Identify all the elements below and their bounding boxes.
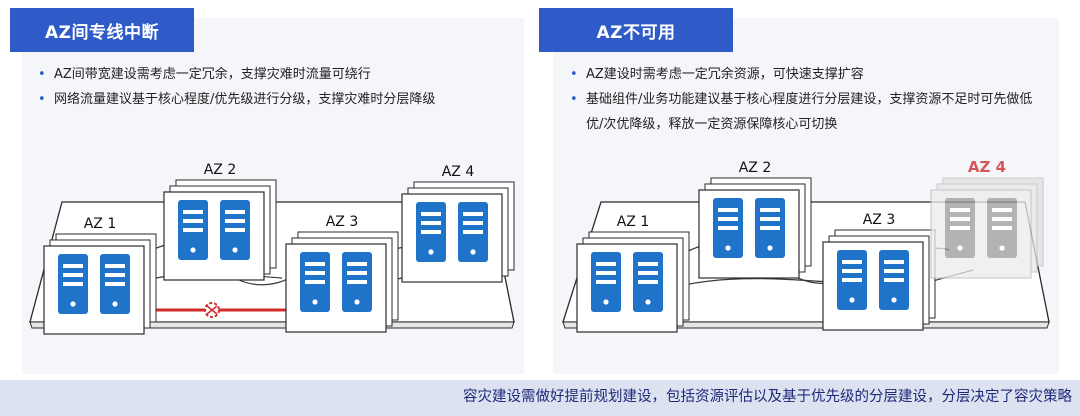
az-node-label: AZ 3 (863, 212, 896, 228)
footer-bar: 容灾建设需做好提前规划建设，包括资源评估以及基于优先级的分层建设，分层决定了容灾… (0, 380, 1080, 416)
az-node-label: AZ 2 (739, 160, 772, 176)
az-node-label: AZ 4 (968, 158, 1006, 176)
az-node: AZ 2 (163, 162, 277, 281)
az-node: AZ 3 (822, 212, 936, 331)
az-node: AZ 2 (698, 160, 812, 279)
az-node-label: AZ 2 (204, 162, 237, 178)
left-bullet-list: AZ间带宽建设需考虑一定冗余，支撑灾难时流量可绕行 网络流量建议基于核心程度/优… (36, 62, 516, 112)
az-node: AZ 1 (576, 214, 690, 333)
az-node: AZ 3 (285, 214, 399, 333)
right-bullet-2: 基础组件/业务功能建议基于核心程度进行分层建设，支撑资源不足时可先做低优/次优降… (568, 87, 1048, 137)
az-node-label: AZ 1 (617, 214, 650, 230)
az-node-label: AZ 1 (84, 216, 117, 232)
az-node-label: AZ 3 (326, 214, 359, 230)
left-panel-title: AZ间专线中断 (10, 8, 194, 52)
az-node: AZ 4 (401, 164, 515, 283)
right-panel-title: AZ不可用 (539, 8, 733, 52)
az-node: AZ 4 (930, 158, 1044, 279)
right-bullet-1: AZ建设时需考虑一定冗余资源，可快速支撑扩容 (568, 62, 1048, 87)
az-node-label: AZ 4 (442, 164, 475, 180)
left-bullet-1: AZ间带宽建设需考虑一定冗余，支撑灾难时流量可绕行 (36, 62, 516, 87)
left-bullet-2: 网络流量建议基于核心程度/优先级进行分级，支撑灾难时分层降级 (36, 87, 516, 112)
az-node: AZ 1 (43, 216, 157, 335)
left-az-diagram: AZ 1 AZ 2 AZ 3 AZ 4 (29, 162, 515, 335)
broken-link-icon (204, 302, 220, 318)
footer-summary-text: 容灾建设需做好提前规划建设，包括资源评估以及基于优先级的分层建设，分层决定了容灾… (463, 389, 1072, 405)
right-az-diagram: AZ 1 AZ 2 AZ 3 AZ 4 (562, 158, 1050, 333)
right-bullet-list: AZ建设时需考虑一定冗余资源，可快速支撑扩容 基础组件/业务功能建议基于核心程度… (568, 62, 1048, 137)
